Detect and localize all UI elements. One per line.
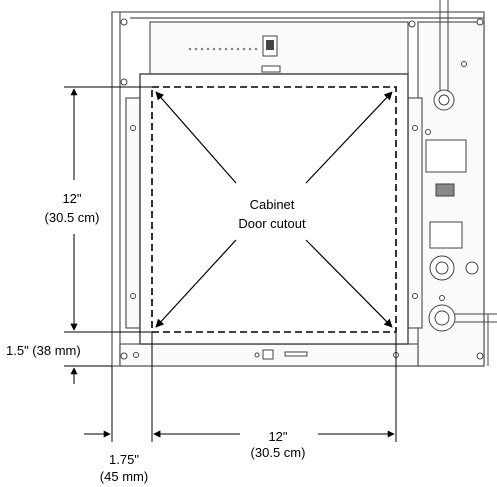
small-port-icon [465,261,479,275]
screw-icon [120,78,128,86]
width-label-in: 12" [268,429,287,444]
cutout-arrows [155,91,393,328]
width-label-cm: (30.5 cm) [251,445,306,460]
fitting-icon [438,94,450,106]
screw-icon [130,293,136,299]
height-label-cm: (30.5 cm) [45,210,100,225]
small-port-icon [439,295,445,301]
arrow-bottom-right [305,239,393,328]
screw-icon [412,125,418,131]
screw-icon [461,61,467,67]
display-window [425,139,467,173]
port-icon [262,349,274,360]
label-plate [429,221,463,249]
cutout-label-line1: Cabinet [250,197,295,212]
mounting-screws [120,18,484,360]
control-panel-details [188,35,281,73]
side-gap-label-mm: (45 mm) [100,469,148,484]
connector-icon [435,183,455,197]
right-panel-components [425,0,497,366]
side-gap-label-in: 1.75" [109,452,139,467]
bottom-rail-details [254,349,308,360]
screw-icon [476,18,484,26]
arrow-top-left [155,91,237,184]
top-control-panel [149,21,409,75]
outlet-fitting-icon [434,310,450,326]
bottom-gap-label: 1.5" (38 mm) [6,343,81,358]
screw-icon [120,352,128,360]
led-row [188,47,258,51]
screw-icon [476,352,484,360]
cutout-label-line2: Door cutout [238,216,306,231]
cutout-outline [151,86,397,333]
small-port-icon [425,129,431,135]
power-switch-rocker [266,40,274,50]
front-panel [139,73,409,345]
bottom-gap-dimension [64,306,112,384]
screw-icon [130,125,136,131]
arrow-bottom-left [155,239,237,328]
screw-icon [408,20,416,28]
screw-icon [133,352,139,358]
switch-slot [261,65,281,73]
arrow-top-right [305,91,393,184]
height-label-in: 12" [62,191,81,206]
screw-icon [120,18,128,26]
screw-icon [412,293,418,299]
knob-icon [435,261,449,275]
slot-icon [284,351,308,357]
